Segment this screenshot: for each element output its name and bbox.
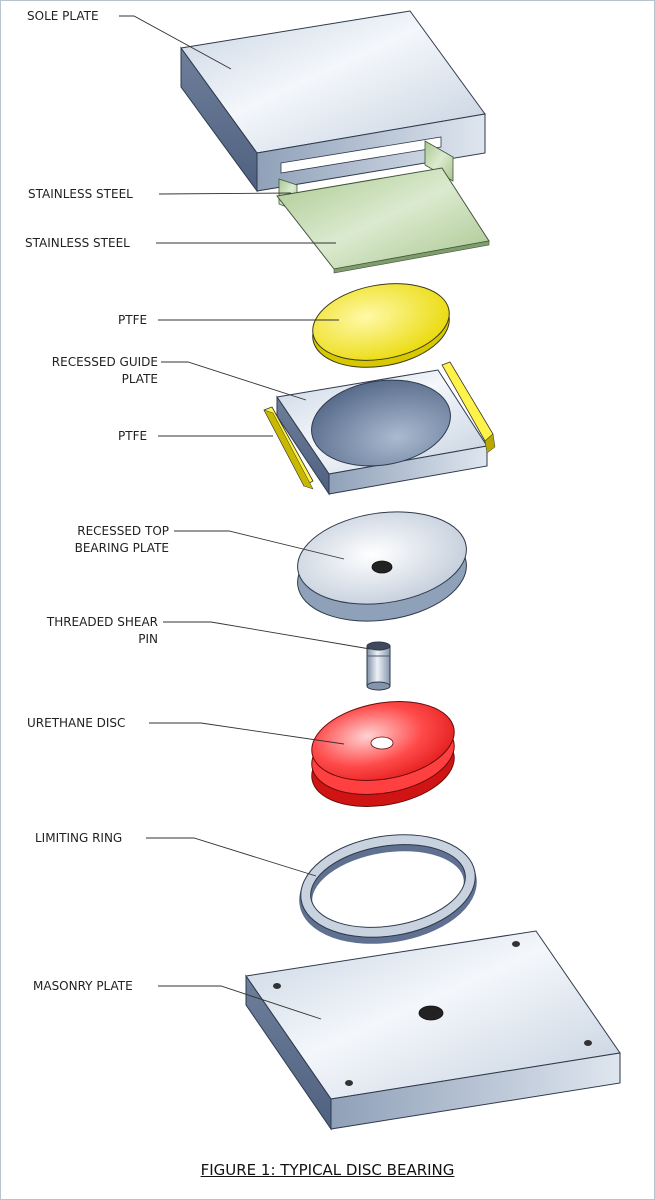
label-stainless-steel-2: STAINLESS STEEL: [25, 236, 130, 250]
urethane-disc: [311, 701, 455, 807]
label-stainless-steel-1: STAINLESS STEEL: [28, 187, 133, 201]
recessed-top-bearing-plate: [297, 511, 467, 622]
label-sole-plate: SOLE PLATE: [27, 9, 99, 23]
masonry-plate: [245, 930, 621, 1131]
sole-plate: [180, 10, 486, 193]
leader-masonry-plate: [158, 985, 322, 1020]
ptfe-guide-strips: [263, 361, 496, 490]
leader-stainless-steel-1: [158, 192, 292, 195]
label-recessed-guide-plate-line2: PLATE: [121, 372, 158, 386]
label-ptfe-1: PTFE: [118, 313, 148, 327]
label-masonry-plate: MASONRY PLATE: [33, 979, 133, 993]
leader-recessed-top-bearing-plate: [174, 530, 345, 560]
leader-threaded-shear-pin: [163, 621, 371, 650]
leader-lines: [119, 15, 371, 1020]
label-ptfe-2: PTFE: [118, 429, 148, 443]
recessed-guide-plate: [276, 369, 488, 496]
leader-recessed-guide-plate: [161, 361, 307, 401]
label-threaded-shear-pin-line1: THREADED SHEAR: [46, 615, 158, 629]
leader-urethane-disc: [149, 722, 345, 745]
stainless-steel-sheet: [276, 167, 490, 274]
figure-caption: FIGURE 1: TYPICAL DISC BEARING: [200, 1161, 455, 1179]
ptfe-disc: [312, 283, 450, 368]
label-threaded-shear-pin-line2: PIN: [138, 632, 158, 646]
label-recessed-top-bearing-plate-line1: RECESSED TOP: [77, 524, 169, 538]
leader-limiting-ring: [146, 837, 317, 877]
label-urethane-disc: URETHANE DISC: [27, 716, 126, 730]
leader-sole-plate: [119, 15, 232, 70]
limiting-ring: [299, 834, 477, 944]
label-recessed-guide-plate-line1: RECESSED GUIDE: [51, 355, 158, 369]
threaded-shear-pin: [366, 641, 391, 691]
label-recessed-top-bearing-plate-line2: BEARING PLATE: [74, 541, 169, 555]
label-limiting-ring: LIMITING RING: [35, 831, 123, 845]
